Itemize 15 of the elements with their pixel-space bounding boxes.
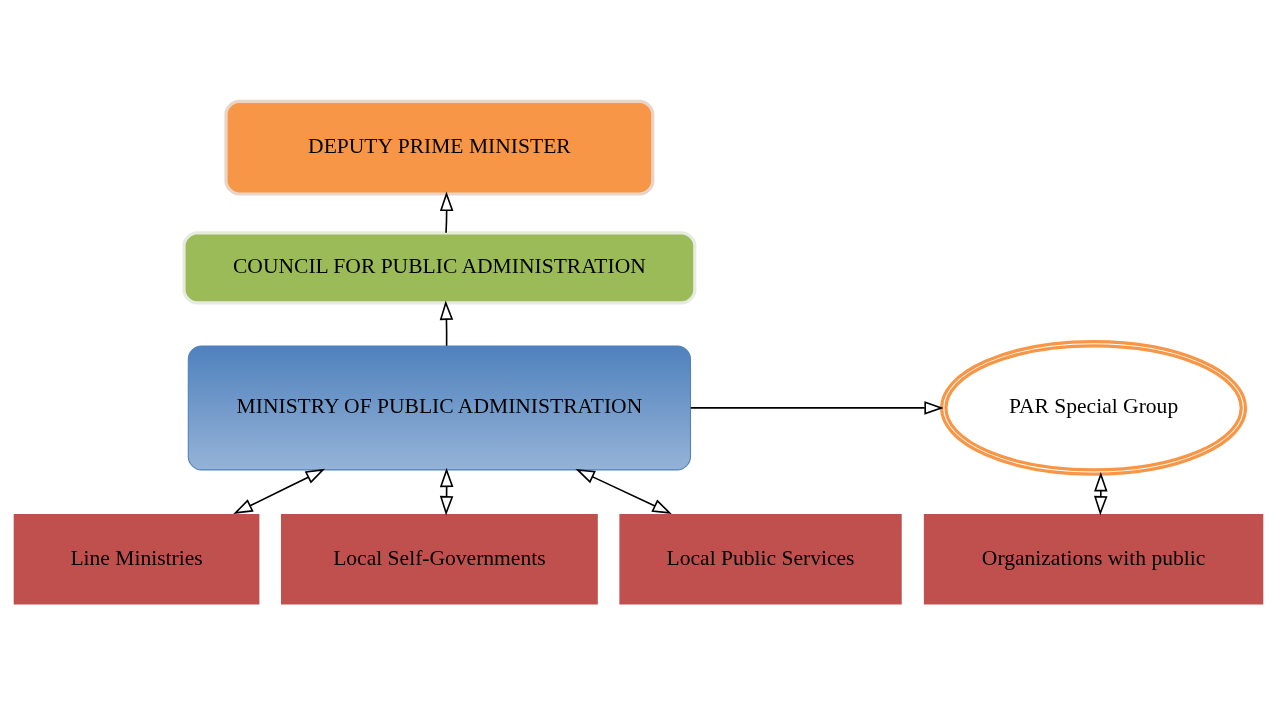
arrow bbox=[1093, 472, 1108, 516]
arrow bbox=[689, 401, 944, 415]
node-ellipse: PAR Special Group bbox=[940, 340, 1248, 476]
arrow bbox=[439, 300, 454, 347]
node-box: Local Self-Governments bbox=[278, 511, 600, 607]
arrow bbox=[439, 191, 454, 234]
node-box: MINISTRY OF PUBLIC ADMINISTRATION bbox=[187, 345, 692, 471]
node-box: Line Ministries bbox=[11, 511, 262, 607]
node-box: COUNCIL FOR PUBLIC ADMINISTRATION bbox=[182, 231, 697, 305]
node-box: Local Public Services bbox=[617, 511, 904, 607]
arrow bbox=[233, 468, 326, 514]
arrow bbox=[439, 467, 454, 516]
node-box: Organizations with public bbox=[921, 511, 1266, 607]
node-box: DEPUTY PRIME MINISTER bbox=[224, 99, 655, 196]
arrow bbox=[575, 468, 672, 514]
